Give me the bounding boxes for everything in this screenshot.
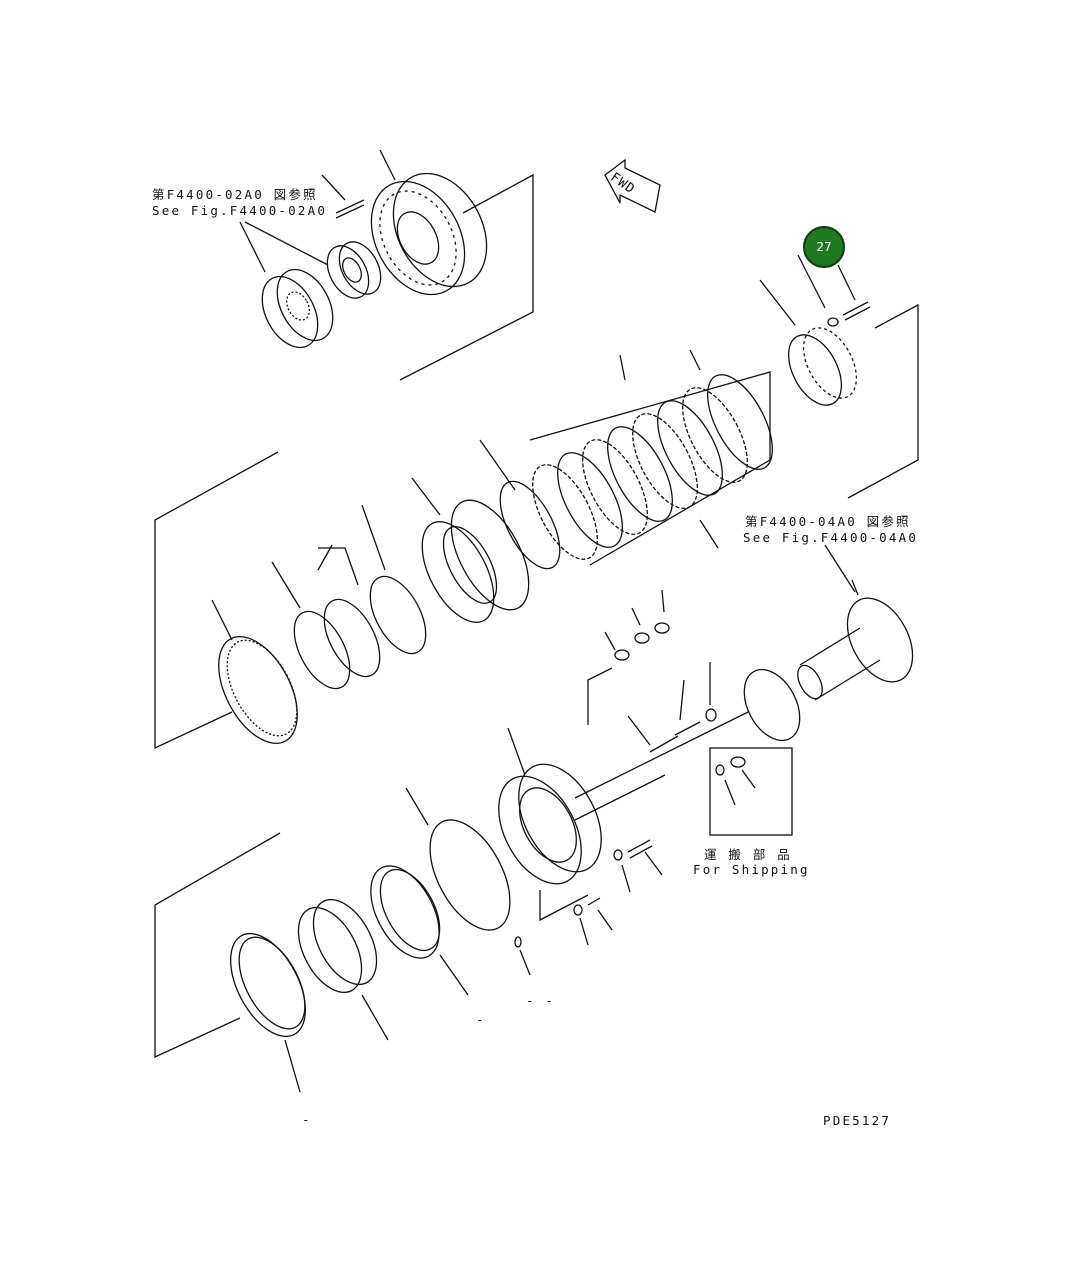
leader-line: [439, 954, 469, 996]
leader-line: [759, 279, 796, 326]
plug-part: [730, 756, 746, 768]
o-ring: [293, 610, 351, 690]
seal-ring-inner: [379, 868, 441, 952]
clutch-discs: [499, 374, 773, 570]
arrow-line: [851, 579, 859, 596]
stray-mark: -: [476, 1012, 486, 1027]
leader-line: [361, 504, 386, 571]
leader-line: [679, 679, 685, 721]
frame-lower-left: [154, 832, 281, 1059]
fittings: [614, 622, 717, 753]
leader-line: [411, 477, 441, 516]
leader-line: [619, 354, 626, 381]
reference-right-en: See Fig.F4400-04A0: [743, 530, 919, 545]
leader-line: [321, 174, 346, 201]
gear-hub-part: [261, 268, 334, 349]
leader-line: [627, 715, 651, 746]
frame-top: [399, 173, 534, 381]
leader-line: [519, 949, 531, 976]
leader-line: [604, 631, 616, 651]
carrier-housing-part: [498, 763, 602, 885]
bearing-part: [326, 241, 382, 299]
leader-line: [689, 349, 701, 371]
output-shaft-part: [797, 597, 914, 701]
piston-housing-part: [421, 499, 530, 623]
part-callout-27[interactable]: 27: [803, 226, 845, 268]
reference-top-ja: 第F4400-02A0 図参照: [152, 187, 318, 202]
stud-bolt-part: [335, 199, 365, 219]
leader-line: [741, 769, 756, 789]
guide-line: [574, 711, 749, 799]
leader-line: [724, 779, 736, 806]
large-o-ring: [429, 819, 511, 931]
arrow-line: [824, 544, 856, 593]
reference-top-en: See Fig.F4400-02A0: [152, 203, 328, 218]
leader-line: [211, 599, 233, 641]
leader-line: [579, 917, 589, 946]
reference-right-ja: 第F4400-04A0 図参照: [745, 514, 911, 529]
leader-line: [597, 909, 613, 931]
bolt-washer-part: [827, 301, 871, 327]
housing-bolts: [514, 839, 653, 948]
o-ring: [369, 575, 427, 655]
leader-line: [661, 589, 665, 613]
leader-line: [797, 254, 826, 309]
leader-line: [539, 890, 589, 922]
ring-gear-part: [787, 327, 858, 406]
o-ring-shaft: [743, 668, 801, 742]
arrow-line: [239, 221, 266, 273]
piston-lower-part: [297, 898, 378, 994]
frame-clutch-pack: [529, 371, 771, 566]
leader-line: [379, 149, 396, 181]
drawing-code: PDE5127: [823, 1113, 892, 1128]
frame-upper-left: [154, 451, 279, 750]
stray-mark: - -: [526, 993, 556, 1008]
leader-line: [699, 519, 719, 549]
shipping-label-en: For Shipping: [693, 862, 810, 877]
leader-line: [271, 561, 301, 609]
seal-ring: [370, 865, 440, 959]
leader-line: [317, 544, 333, 571]
leader-line: [631, 607, 641, 626]
arrow-line: [244, 221, 329, 266]
leader-line: [284, 1039, 301, 1093]
shipping-parts-box: [709, 747, 793, 836]
leader-line: [361, 994, 389, 1041]
stray-mark: -: [302, 1112, 312, 1127]
backup-ring: [323, 598, 381, 678]
frame-right: [847, 303, 919, 499]
plug-part: [715, 764, 725, 776]
seal-ring-lower-inner: [238, 936, 306, 1030]
fwd-arrow-icon: [604, 158, 661, 213]
leader-line: [837, 264, 856, 301]
leader-line: [507, 727, 526, 776]
seal-ring-inner: [226, 639, 298, 737]
hub-flange-part: [370, 172, 488, 296]
guide-line: [574, 774, 666, 821]
leader-line: [479, 439, 516, 491]
leader-line: [405, 787, 429, 826]
leader-line: [587, 667, 613, 725]
leader-line: [621, 864, 631, 893]
leader-line: [318, 547, 359, 586]
shipping-label-ja: 運 搬 部 品: [704, 847, 792, 862]
leader-line: [644, 851, 663, 876]
